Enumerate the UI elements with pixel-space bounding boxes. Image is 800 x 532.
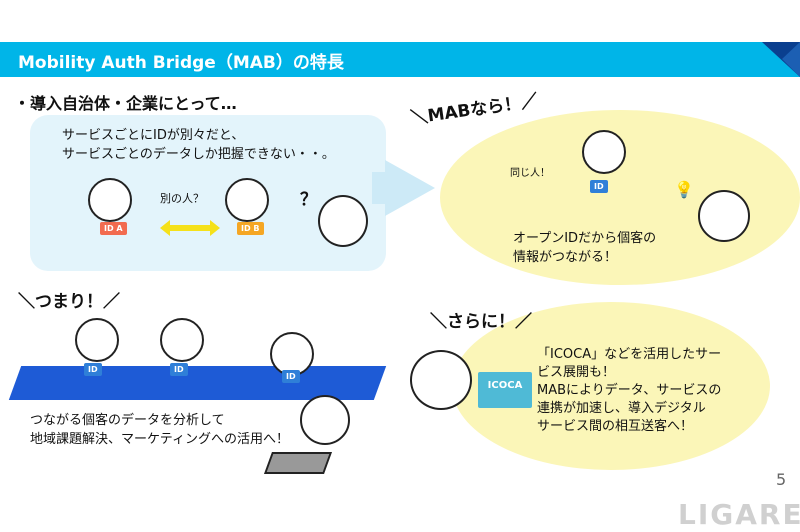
header-bar — [0, 42, 800, 77]
further-shout: ＼さらに！／ — [430, 312, 532, 332]
laptop-icon — [263, 452, 333, 474]
problem-text-2: サービスごとのデータしか把握できない・・。 — [62, 147, 335, 162]
further-text-4: 連携が加速し、導入デジタル — [537, 401, 706, 416]
summary-text-1: つながる個客のデータを分析して — [30, 413, 225, 428]
ligare-logo: LIGARE — [678, 498, 800, 531]
different-person-label: 別の人？ — [160, 192, 204, 205]
id-card-mab: ID — [590, 180, 608, 193]
thinking-person-icon — [318, 195, 368, 247]
subtitle: ・導入自治体・企業にとって… — [14, 94, 237, 113]
page-number: 5 — [776, 470, 787, 489]
arrow-body — [372, 172, 388, 204]
problem-text-1: サービスごとにIDが別々だと、 — [62, 128, 245, 143]
id-card-commute: ID — [170, 363, 188, 376]
happy-person-icon — [582, 130, 626, 174]
header-corner-decoration — [762, 42, 800, 77]
lightbulb-icon: 💡 — [674, 180, 694, 199]
page-title: Mobility Auth Bridge（MAB）の特長 — [18, 53, 344, 73]
excited-person-icon — [410, 350, 472, 410]
summary-shout: ＼つまり！／ — [18, 292, 120, 312]
walking-person-icon — [75, 318, 119, 362]
person-b-icon — [225, 178, 269, 222]
further-text-5: サービス間の相互送客へ！ — [537, 419, 694, 434]
id-card-seat: ID — [282, 370, 300, 383]
id-card-walk: ID — [84, 363, 102, 376]
arrow-right-icon — [385, 160, 435, 216]
mab-shout: ＼MABなら！／ — [409, 91, 540, 129]
id-card-b: ID B — [237, 222, 264, 235]
mab-text-2: 情報がつながる！ — [513, 250, 618, 265]
double-arrow-icon — [160, 220, 220, 236]
mab-text-1: オープンIDだから個客の — [513, 231, 657, 246]
question-mark: ？ — [300, 190, 317, 210]
same-person-label: 同じ人！ — [510, 168, 550, 179]
further-text-1: 「ICOCA」などを活用したサー — [537, 347, 722, 362]
summary-text-2: 地域課題解決、マーケティングへの活用へ！ — [30, 432, 289, 447]
person-a-icon — [88, 178, 132, 222]
id-card-a: ID A — [100, 222, 127, 235]
further-text-3: MABによりデータ、サービスの — [537, 383, 722, 398]
idea-person-icon — [698, 190, 750, 242]
further-text-2: ビス展開も！ — [537, 365, 616, 380]
commuter-person-icon — [160, 318, 204, 362]
icoca-card: ICOCA — [478, 372, 532, 408]
seated-person-icon — [270, 332, 314, 376]
laptop-person-icon — [300, 395, 350, 445]
